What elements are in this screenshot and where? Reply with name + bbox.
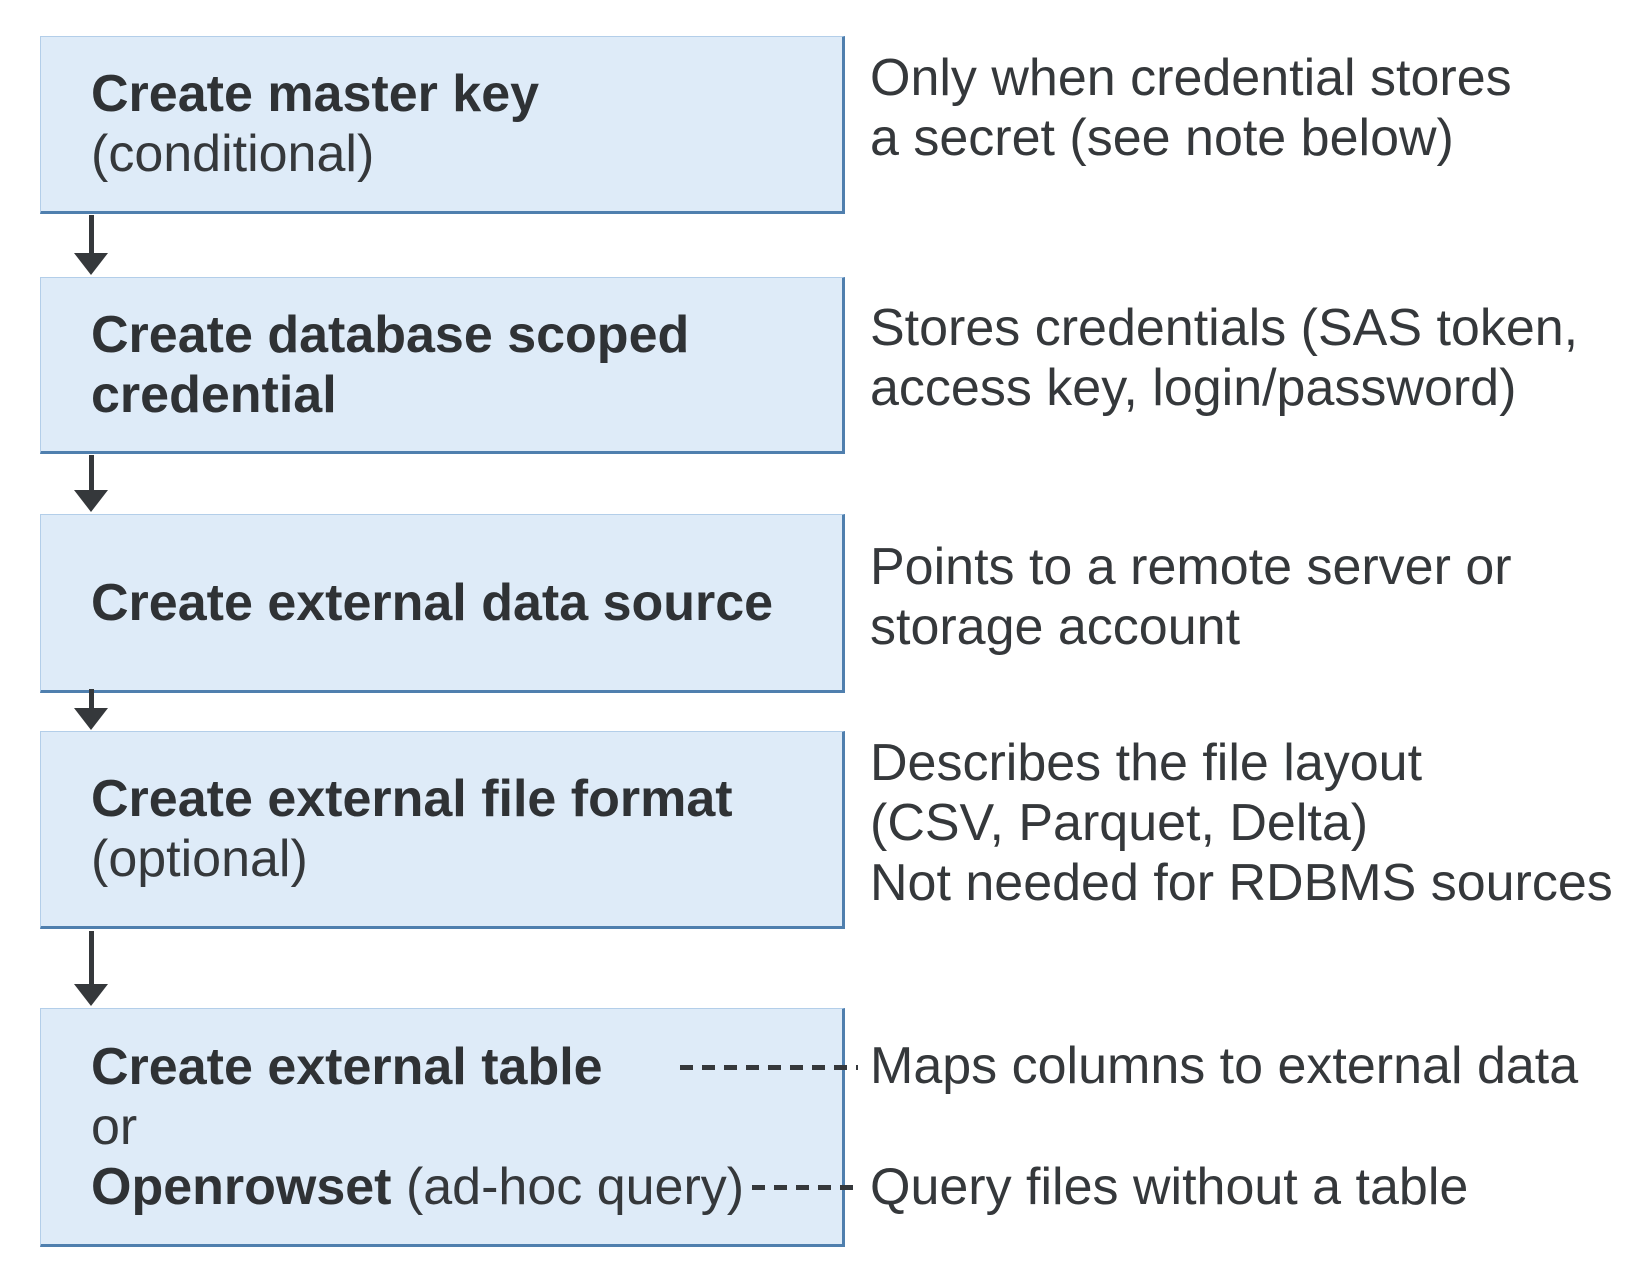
arrow-stem: [88, 689, 94, 708]
dashed-connector-openrowset: [752, 1185, 858, 1190]
down-arrow-icon: [74, 689, 108, 730]
step-box-create-database-scoped-credential: Create database scoped credential: [40, 277, 845, 454]
arrow-stem: [88, 931, 94, 984]
arrow-head: [74, 490, 108, 512]
step-box-create-external-data-source: Create external data source: [40, 514, 845, 693]
step-title: Create external data source: [91, 573, 774, 632]
step-description-credential: Stores credentials (SAS token, access ke…: [870, 299, 1579, 417]
step-description-file-format: Describes the file layout (CSV, Parquet,…: [870, 734, 1613, 912]
down-arrow-icon: [74, 931, 108, 1006]
step-or-label: or: [91, 1097, 138, 1156]
step-note: (optional): [91, 830, 308, 888]
step-note: (ad-hoc query): [391, 1157, 745, 1216]
step-title: Create external table: [91, 1037, 603, 1096]
step-title: Create master key: [91, 65, 540, 123]
arrow-head: [74, 984, 108, 1006]
dashed-connector-external-table: [680, 1065, 858, 1070]
arrow-stem: [88, 215, 94, 253]
step-openrowset-line: Openrowset (ad-hoc query): [91, 1157, 822, 1217]
step-note: (conditional): [91, 125, 375, 183]
step-title: Create external file format: [91, 770, 733, 828]
arrow-head: [74, 708, 108, 730]
step-description-master-key: Only when credential stores a secret (se…: [870, 49, 1512, 167]
step-description-data-source: Points to a remote server or storage acc…: [870, 538, 1512, 656]
step-box-create-external-table-or-openrowset: Create external table or Openrowset (ad-…: [40, 1008, 845, 1247]
down-arrow-icon: [74, 455, 108, 512]
step-box-create-external-file-format: Create external file format (optional): [40, 731, 845, 929]
step-box-create-master-key: Create master key (conditional): [40, 36, 845, 214]
step-title: Create database scoped credential: [91, 305, 690, 424]
step-description-openrowset: Query files without a table: [870, 1158, 1469, 1216]
step-title-openrowset: Openrowset: [91, 1157, 392, 1216]
step-description-external-table: Maps columns to external data: [870, 1037, 1579, 1095]
arrow-stem: [88, 455, 94, 490]
down-arrow-icon: [74, 215, 108, 275]
arrow-head: [74, 253, 108, 275]
